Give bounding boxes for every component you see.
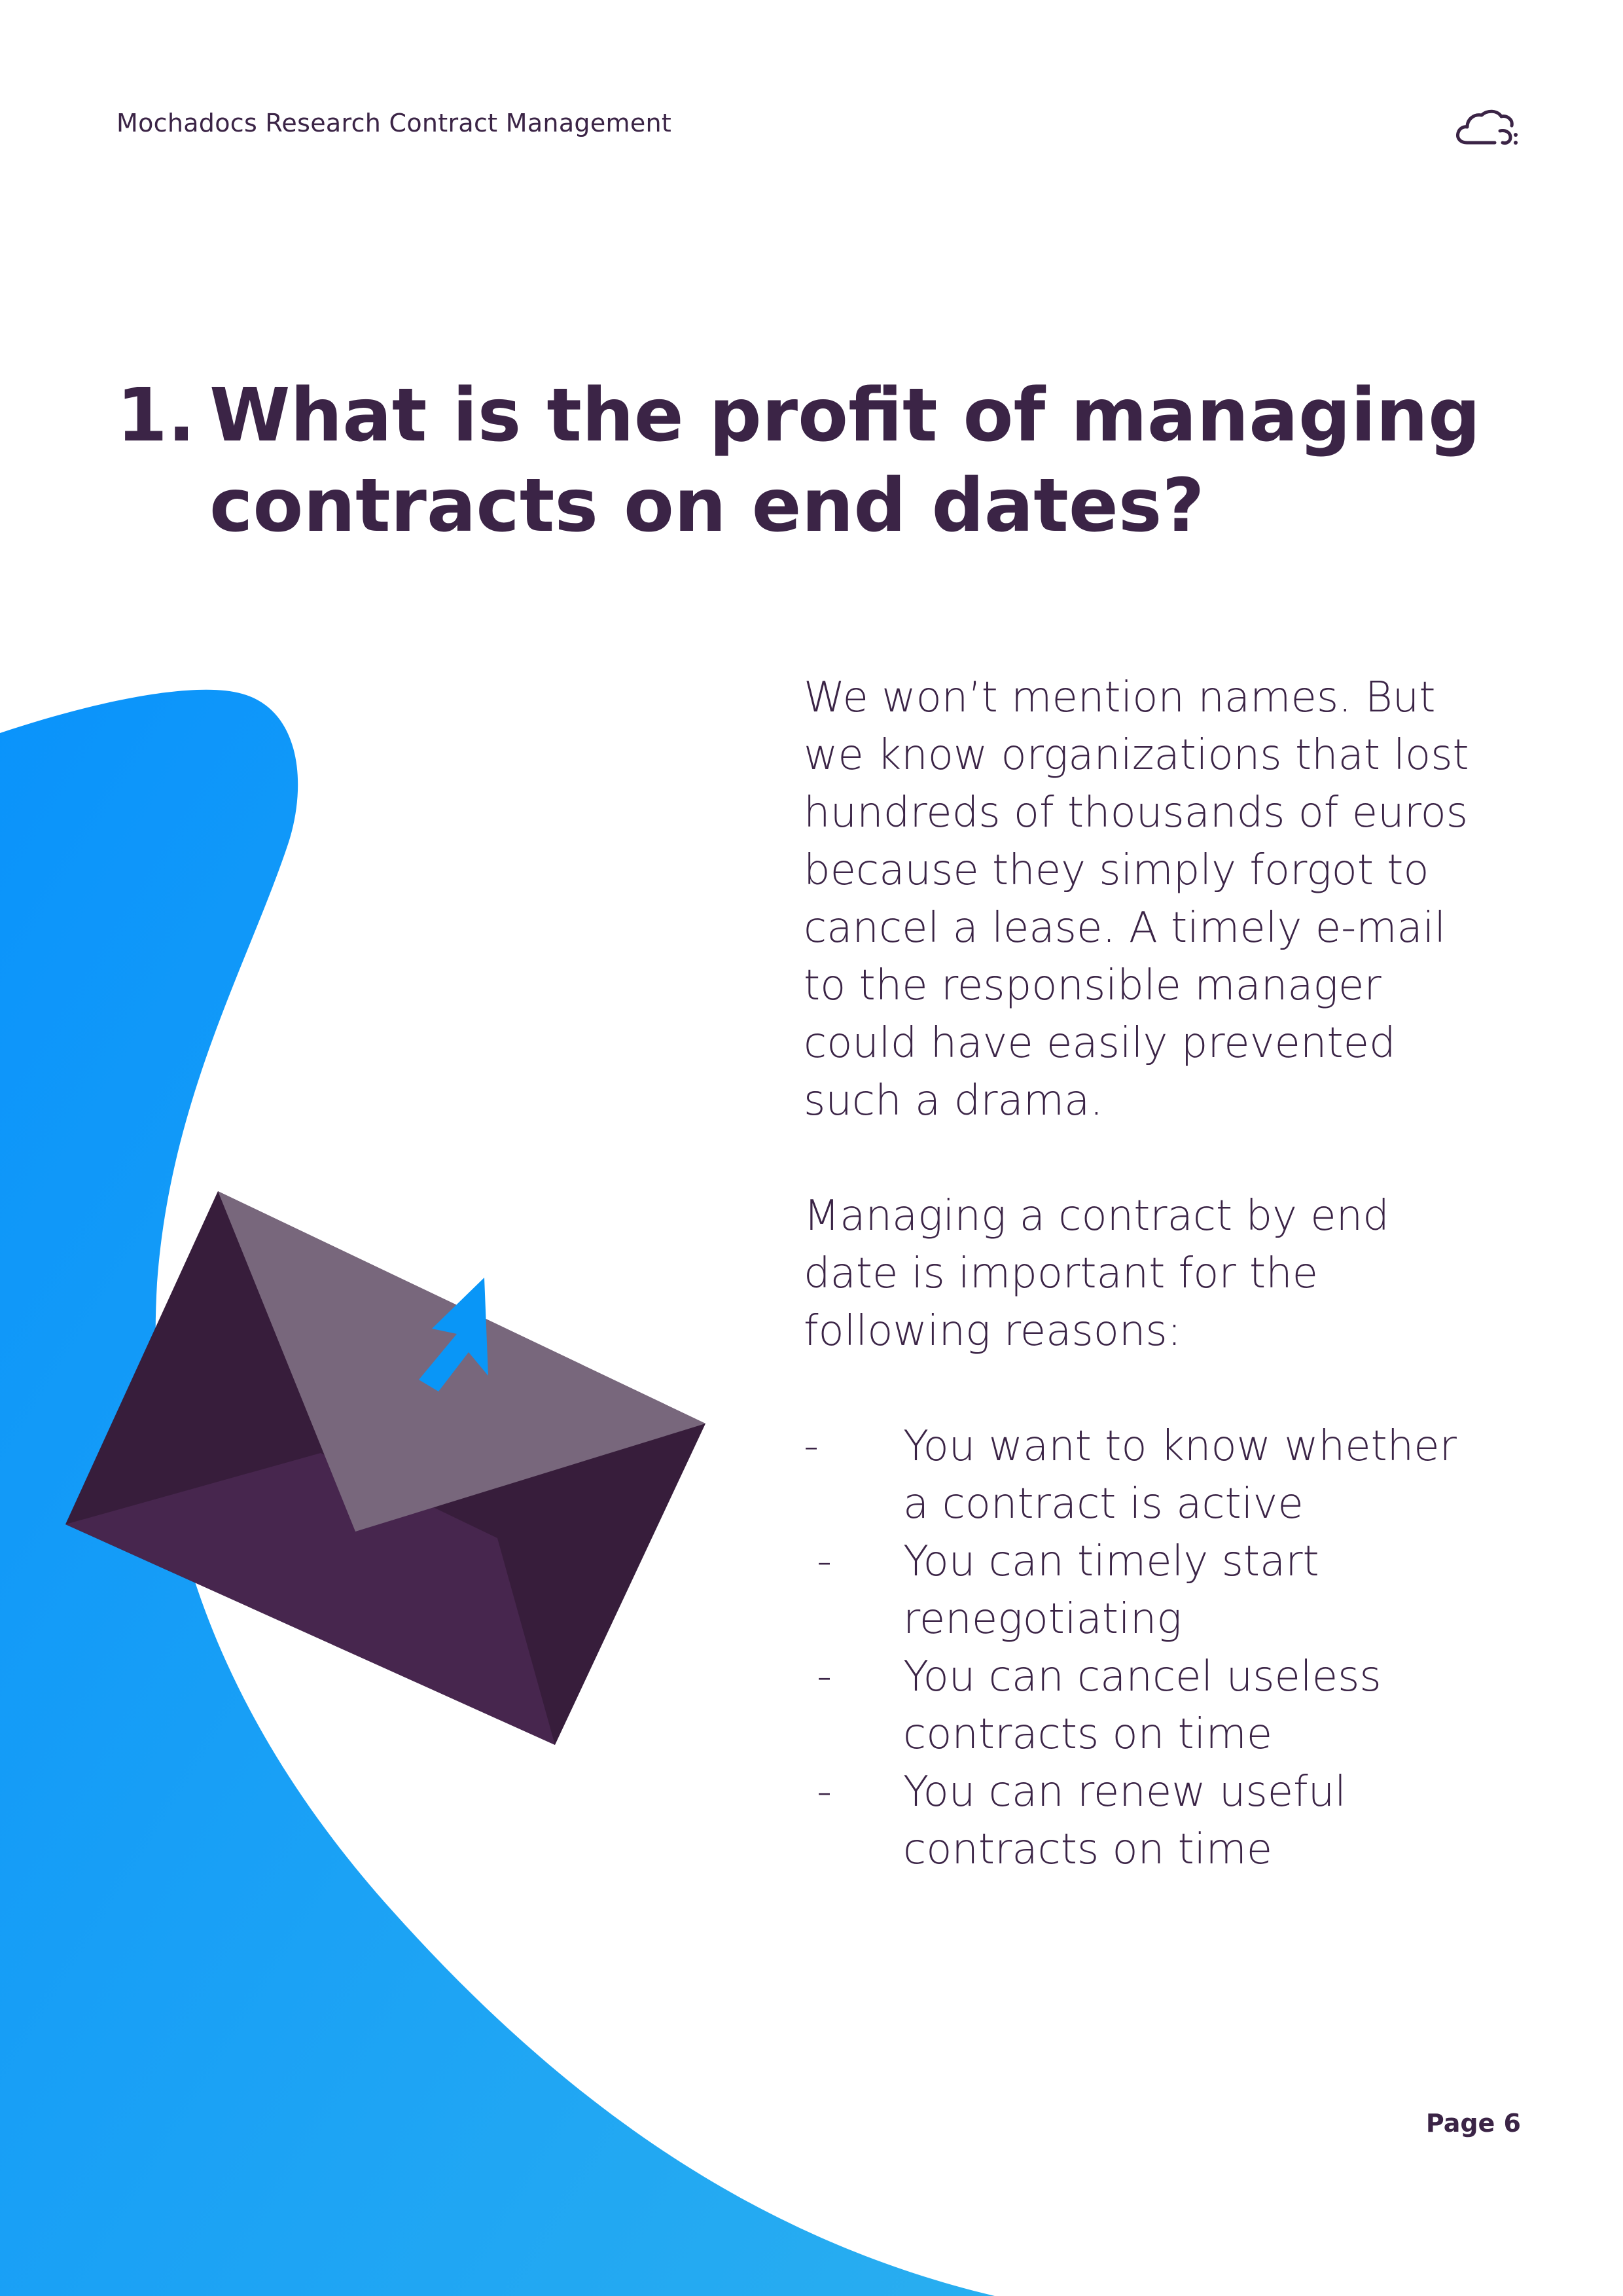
section-title: What is the profit of managing contracts… [209, 373, 1481, 548]
list-item-text: You can cancel useless contracts on time [903, 1653, 1382, 1759]
list-item-text: You want to know whether a contract is a… [903, 1422, 1457, 1528]
section-number: 1. [116, 373, 196, 458]
list-item-text: You can timely start renegotiating [903, 1537, 1319, 1643]
envelope-icon [65, 1191, 705, 1745]
reasons-list: - You want to know whether a contract is… [804, 1418, 1491, 1878]
list-item-text: You can renew useful contracts on time [903, 1768, 1347, 1874]
list-dash: - [817, 1768, 832, 1816]
body-text: We won’t mention names. But we know orga… [804, 669, 1491, 1878]
paragraph-intro: We won’t mention names. But we know orga… [804, 673, 1469, 1125]
paragraph-reasons-intro: Managing a contract by end date is impor… [804, 1192, 1389, 1355]
list-item: - You can renew useful contracts on time [804, 1763, 1491, 1878]
cloud-icon [1456, 109, 1518, 145]
list-dash: - [804, 1422, 819, 1471]
page-number: Page 6 [1425, 2109, 1521, 2138]
section-heading: 1. What is the profit of managing contra… [116, 370, 1556, 551]
list-dash: - [817, 1653, 832, 1701]
list-item: - You can timely start renegotiating [804, 1533, 1491, 1648]
list-item: - You can cancel useless contracts on ti… [804, 1648, 1491, 1763]
list-item: - You want to know whether a contract is… [804, 1418, 1491, 1533]
header-title: Mochadocs Research Contract Management [116, 109, 672, 137]
list-dash: - [817, 1537, 832, 1586]
cursor-arrow-icon [419, 1278, 488, 1391]
